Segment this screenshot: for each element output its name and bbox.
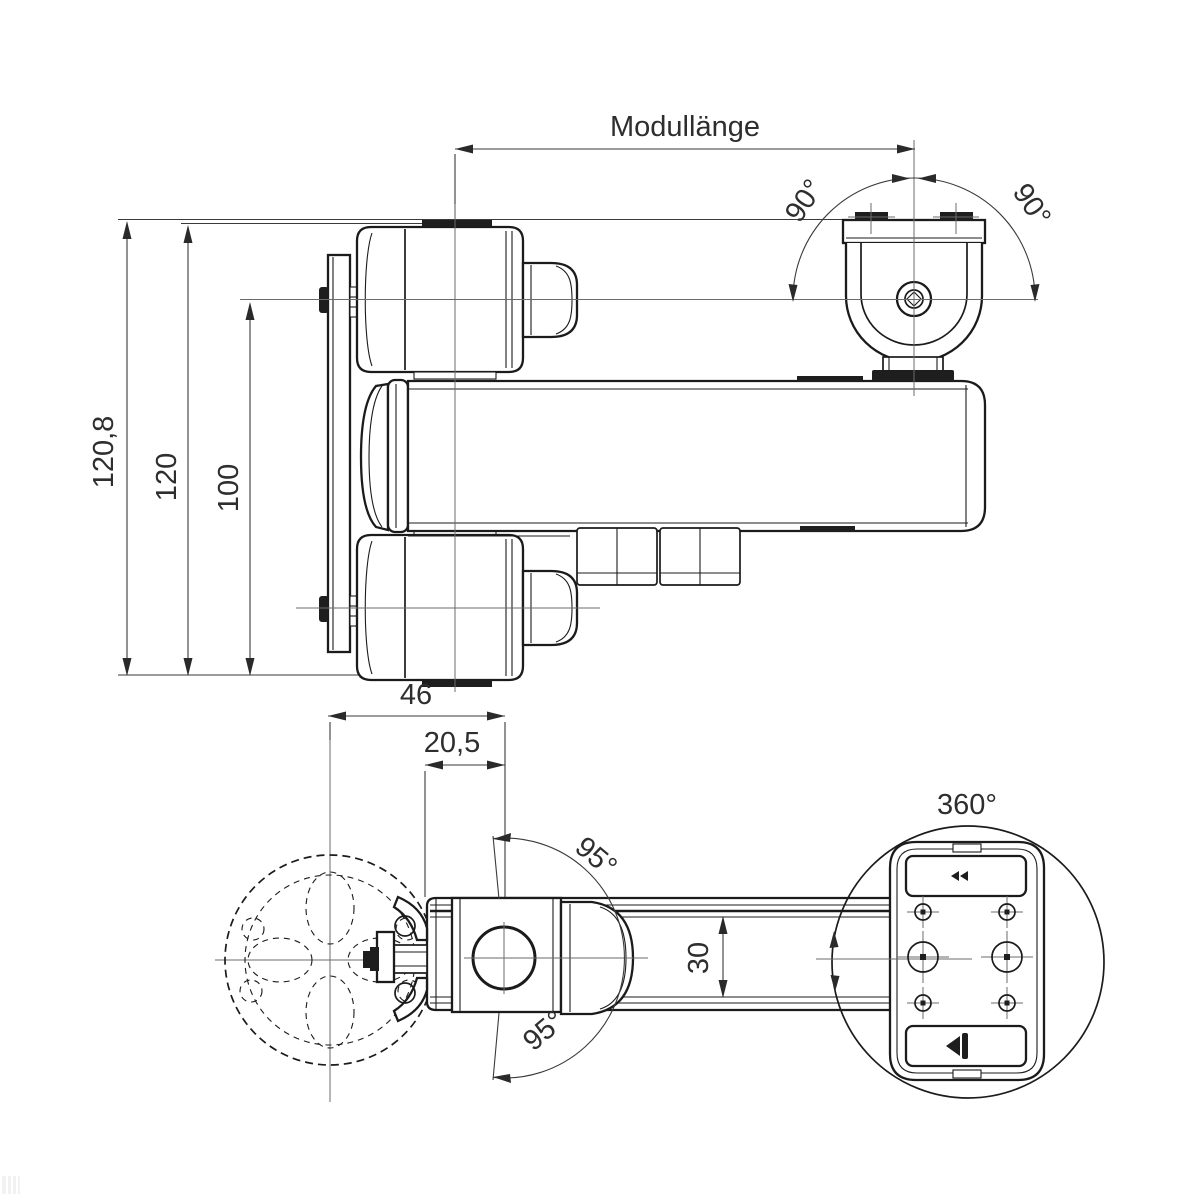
detail-circle bbox=[831, 825, 1105, 1099]
plate-height-label: 120 bbox=[151, 453, 183, 501]
swivel-up-label: 95° bbox=[569, 831, 623, 884]
watermark-fragment bbox=[2, 1176, 20, 1194]
top-view: Modullänge 120,8 120 100 bbox=[88, 111, 1057, 692]
arm-offset-label: 20,5 bbox=[424, 727, 480, 759]
vesa-height-label: 100 bbox=[213, 464, 245, 512]
dim-vesa-height: 100 bbox=[213, 302, 255, 676]
rotation-label: 360° bbox=[937, 789, 997, 821]
rotation-detail: 360° bbox=[816, 789, 1105, 1099]
overall-height-label: 120,8 bbox=[88, 416, 120, 489]
module-length-label: Modullänge bbox=[610, 111, 760, 143]
dim-overall-height: 120,8 bbox=[88, 221, 132, 676]
slot-arrow-icon bbox=[951, 871, 959, 881]
dim-arm-width: 30 bbox=[683, 916, 728, 998]
quick-release-plate bbox=[888, 840, 1046, 1082]
pole-to-arm-label: 46 bbox=[400, 679, 432, 711]
arm-top-view bbox=[359, 376, 987, 537]
cable-icon bbox=[946, 1036, 960, 1056]
cable-clips bbox=[576, 527, 741, 586]
pivot-block bbox=[450, 896, 648, 1016]
arm-width-label: 30 bbox=[683, 942, 715, 974]
dim-arm-offset: 20,5 bbox=[424, 727, 505, 897]
vesa-plate bbox=[319, 253, 358, 654]
dim-module-length: Modullänge bbox=[455, 111, 915, 154]
dim-pole-to-arm: 46 bbox=[328, 679, 506, 897]
tilt-right-label: 90° bbox=[1006, 178, 1057, 232]
pole-clamp bbox=[363, 895, 429, 1023]
dim-plate-height: 120 bbox=[151, 225, 193, 676]
plate-screw-holes bbox=[897, 896, 1033, 1019]
bottom-view: 46 20,5 30 95° 95° bbox=[215, 679, 1105, 1102]
